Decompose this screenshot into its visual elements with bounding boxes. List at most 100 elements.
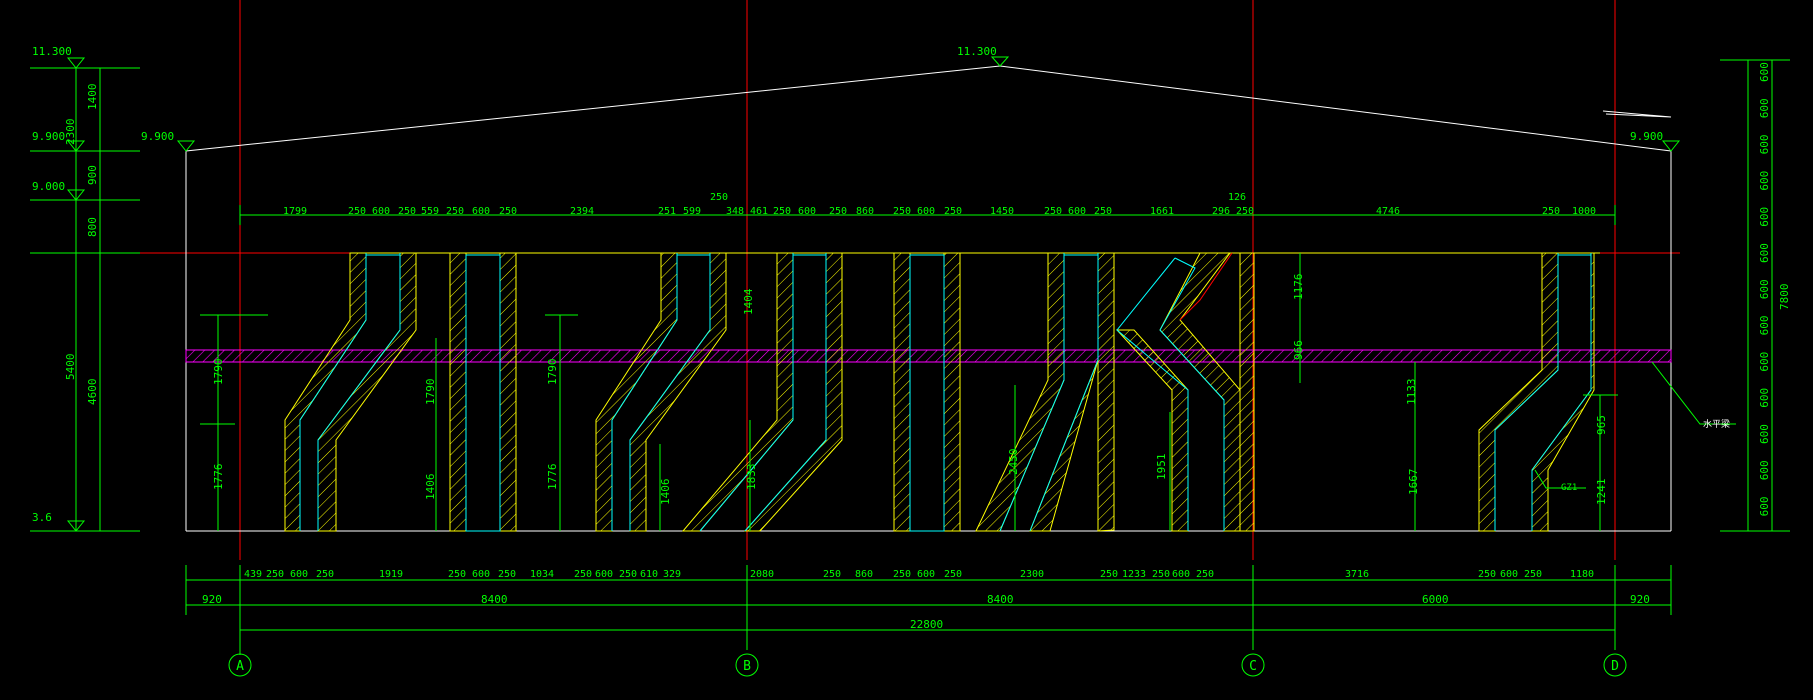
axis-label-d: D <box>1611 659 1619 674</box>
right-dim-8: 600 <box>1758 352 1771 372</box>
bottom-dim-24: 600 <box>1172 569 1190 580</box>
ducts <box>284 252 1595 532</box>
bottom-8400-a: 8400 <box>481 593 508 606</box>
top-dim-extra-126: 126 <box>1228 192 1246 203</box>
duct-6 <box>975 252 1115 532</box>
inner-dim-labels: 1790 1776 1790 1406 1790 1776 1406 1404 … <box>212 274 1608 506</box>
top-dim-4: 559 <box>421 206 439 217</box>
left-dim-5400: 5400 <box>64 354 77 381</box>
bottom-8400-b: 8400 <box>987 593 1014 606</box>
top-dim-extra: 250 126 <box>710 192 1246 203</box>
bottom-dim-21: 250 <box>1100 569 1118 580</box>
bottom-dim-22: 1233 <box>1122 569 1146 580</box>
axis-label-a: A <box>236 659 244 674</box>
right-dim-11: 600 <box>1758 460 1771 480</box>
right-dim-10: 600 <box>1758 424 1771 444</box>
axis-bubble-b: B <box>735 653 759 677</box>
top-dim-19: 250 <box>944 206 962 217</box>
inner-dim-966: 966 <box>1292 340 1305 360</box>
inner-dim-1833: 1833 <box>745 464 758 491</box>
bottom-dim-6: 600 <box>472 569 490 580</box>
duct-5 <box>893 252 961 532</box>
bottom-920-right: 920 <box>1630 593 1650 606</box>
inner-dim-1176: 1176 <box>1292 274 1305 301</box>
duct-7 <box>1115 252 1255 532</box>
roof-line <box>185 65 1672 152</box>
right-dim-total: 7800 <box>1778 284 1791 311</box>
elev-left-base: 3.6 <box>32 511 52 524</box>
elevation-labels: 11.300 9.900 9.000 3.6 11.300 9.900 9.90… <box>32 45 1663 524</box>
right-dim-0: 600 <box>1758 62 1771 82</box>
top-dim-26: 250 <box>1236 206 1254 217</box>
bottom-dim-18: 600 <box>917 569 935 580</box>
right-dim-3: 600 <box>1758 171 1771 191</box>
inner-dim-1776-b: 1776 <box>546 464 559 491</box>
bottom-dim-17: 250 <box>893 569 911 580</box>
bottom-dim-23: 250 <box>1152 569 1170 580</box>
right-dim-12: 600 <box>1758 497 1771 517</box>
right-dim-9: 600 <box>1758 388 1771 408</box>
elev-mid-left-eave: 9.900 <box>141 130 174 143</box>
top-dim-18: 600 <box>917 206 935 217</box>
bottom-dim-30: 1180 <box>1570 569 1594 580</box>
bottom-dim-row2: 920 8400 8400 6000 920 22800 <box>202 593 1650 631</box>
duct-4 <box>681 252 843 532</box>
bottom-dim-15: 250 <box>823 569 841 580</box>
inner-dim-1790-c: 1790 <box>546 359 559 386</box>
top-dim-28: 250 <box>1542 206 1560 217</box>
bottom-dim-5: 250 <box>448 569 466 580</box>
axis-bubbles: A B C D <box>228 650 1627 677</box>
top-dim-0: 1799 <box>283 206 307 217</box>
top-dim-8: 2394 <box>570 206 594 217</box>
bottom-dim-14: 2080 <box>750 569 774 580</box>
inner-dim-1406-a: 1406 <box>424 474 437 501</box>
right-dim-6: 600 <box>1758 279 1771 299</box>
bottom-dim-27: 250 <box>1478 569 1496 580</box>
left-dim-labels: 1400 2300 900 800 5400 4600 <box>64 84 99 406</box>
right-dim-7: 600 <box>1758 316 1771 336</box>
top-dim-12: 461 <box>750 206 768 217</box>
right-dim-labels: 6006006006006006006006006006006006006007… <box>1758 62 1791 516</box>
inner-dim-1790-a: 1790 <box>212 359 225 386</box>
top-dim-2: 600 <box>372 206 390 217</box>
bottom-dim-9: 250 <box>574 569 592 580</box>
bottom-dim-26: 3716 <box>1345 569 1369 580</box>
notes: GZ1 水平梁 <box>1561 418 1730 493</box>
inner-dim-1776-a: 1776 <box>212 464 225 491</box>
top-dim-27: 4746 <box>1376 206 1400 217</box>
bottom-dim-8: 1034 <box>530 569 554 580</box>
axis-bubble-a: A <box>228 650 252 677</box>
duct-8 <box>1478 252 1595 532</box>
top-dim-22: 600 <box>1068 206 1086 217</box>
top-dim-20: 1450 <box>990 206 1014 217</box>
inner-dim-965: 965 <box>1595 415 1608 435</box>
bottom-dim-10: 600 <box>595 569 613 580</box>
top-dim-24: 1661 <box>1150 206 1174 217</box>
top-dim-10: 599 <box>683 206 701 217</box>
inner-dim-1790-b: 1790 <box>424 379 437 406</box>
right-dim-2: 600 <box>1758 135 1771 155</box>
inner-dim-1133: 1133 <box>1405 379 1418 406</box>
duct-2 <box>449 252 517 532</box>
inner-dim-1404: 1404 <box>742 288 755 315</box>
axis-bubble-d: D <box>1603 653 1627 677</box>
axis-bubble-c: C <box>1241 653 1265 677</box>
bottom-dim-0: 439 <box>244 569 262 580</box>
duct-1 <box>284 252 417 532</box>
dimension-lines <box>30 59 1790 650</box>
bottom-dim-19: 250 <box>944 569 962 580</box>
top-dim-7: 250 <box>499 206 517 217</box>
top-dim-extra-250: 250 <box>710 192 728 203</box>
bottom-dim-20: 2300 <box>1020 569 1044 580</box>
bottom-920-left: 920 <box>202 593 222 606</box>
inner-dim-2450: 2450 <box>1007 449 1020 476</box>
bottom-dim-25: 250 <box>1196 569 1214 580</box>
bottom-6000: 6000 <box>1422 593 1449 606</box>
elev-left-top: 11.300 <box>32 45 72 58</box>
horizontal-beam <box>185 349 1672 363</box>
top-dim-23: 250 <box>1094 206 1112 217</box>
top-dim-21: 250 <box>1044 206 1062 217</box>
top-dim-5: 250 <box>446 206 464 217</box>
left-dim-900: 900 <box>86 165 99 185</box>
